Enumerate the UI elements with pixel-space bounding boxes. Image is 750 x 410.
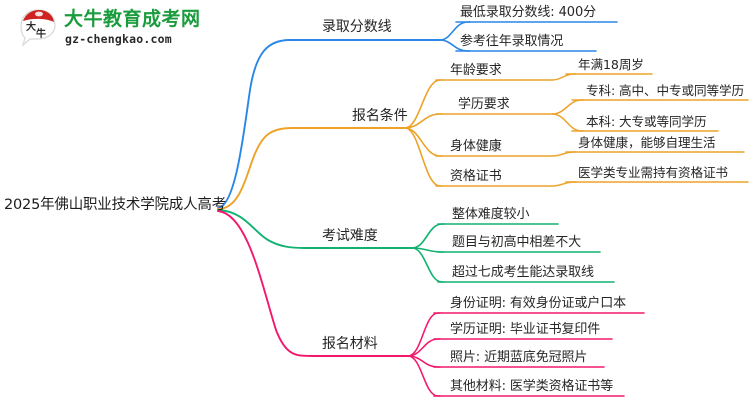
link-nandu-to-leaf1 [411, 223, 445, 249]
leaf-node-zige-zhengshu[interactable]: 资格证书 [450, 169, 502, 184]
link-root-to-baoming-tiaojian [217, 127, 406, 210]
link-xueli-to-benke [551, 113, 585, 132]
leaf-node-zhuanke-xueli[interactable]: 专科: 高中、中专或同等学历 [586, 83, 744, 98]
leaf-node-shenti-jiankang[interactable]: 身体健康 [450, 139, 502, 154]
leaf-node-shenfen-zhengming[interactable]: 身份证明: 有效身份证或户口本 [450, 296, 627, 311]
branch-node-baoming-tiaojian[interactable]: 报名条件 [352, 108, 408, 124]
leaf-node-nianman-18[interactable]: 年满18周岁 [578, 57, 644, 72]
link-root-to-kaoshi-nandu [217, 209, 413, 249]
branch-node-kaoshi-nandu[interactable]: 考试难度 [322, 228, 378, 244]
branch-node-baoming-cailiao[interactable]: 报名材料 [322, 336, 378, 352]
link-nandu-to-leaf3 [411, 247, 445, 283]
leaf-node-qicheng-kaosheng[interactable]: 超过七成考生能达录取线 [452, 265, 594, 280]
daniu-bull-logo-icon: 大 牛 [16, 8, 58, 48]
link-nianling-to-18 [551, 73, 577, 81]
leaf-node-timu-chugaozhong[interactable]: 题目与初高中相差不大 [452, 235, 582, 250]
link-tiaojian-to-zige [404, 127, 443, 187]
link-cailiao-to-leaf1 [407, 312, 441, 357]
svg-text:大: 大 [26, 20, 36, 33]
logo-title-cn: 大牛教育成考网 [64, 8, 201, 30]
link-xueli-to-zhuanke [551, 99, 585, 115]
leaf-node-cankao-wangnian[interactable]: 参考往年录取情况 [460, 34, 564, 49]
mindmap-root-node[interactable]: 2025年佛山职业技术学院成人高考 [4, 197, 227, 213]
leaf-node-zhaopian[interactable]: 照片: 近期蓝底免冠照片 [450, 350, 588, 365]
svg-text:牛: 牛 [36, 27, 46, 40]
link-root-to-luqu [217, 39, 441, 209]
leaf-node-xueli-yaoqiu[interactable]: 学历要求 [458, 97, 510, 112]
link-tiaojian-to-shenti [404, 127, 443, 157]
branch-node-luqu-fenshuxian[interactable]: 录取分数线 [322, 19, 392, 35]
leaf-node-zhengti-nandu[interactable]: 整体难度较小 [452, 207, 530, 222]
leaf-node-nianling-yaoqiu[interactable]: 年龄要求 [450, 63, 502, 78]
leaf-node-benke-xueli[interactable]: 本科: 大专或等同学历 [586, 114, 707, 129]
site-logo[interactable]: 大 牛 大牛教育成考网 gz-chengkao.com [16, 6, 216, 52]
leaf-node-qita-cailiao[interactable]: 其他材料: 医学类资格证书等 [450, 379, 614, 394]
link-root-to-baoming-cailiao [217, 210, 409, 357]
logo-domain: gz-chengkao.com [65, 32, 172, 46]
leaf-node-jiankang-zili[interactable]: 身体健康，能够自理生活 [578, 135, 716, 150]
leaf-node-xueli-zhengming[interactable]: 学历证明: 毕业证书复印件 [450, 322, 601, 337]
leaf-node-yixue-zige[interactable]: 医学类专业需持有资格证书 [578, 165, 728, 180]
leaf-node-zuidi-luqu-fenshuxian[interactable]: 最低录取分数线: 400分 [460, 5, 597, 20]
